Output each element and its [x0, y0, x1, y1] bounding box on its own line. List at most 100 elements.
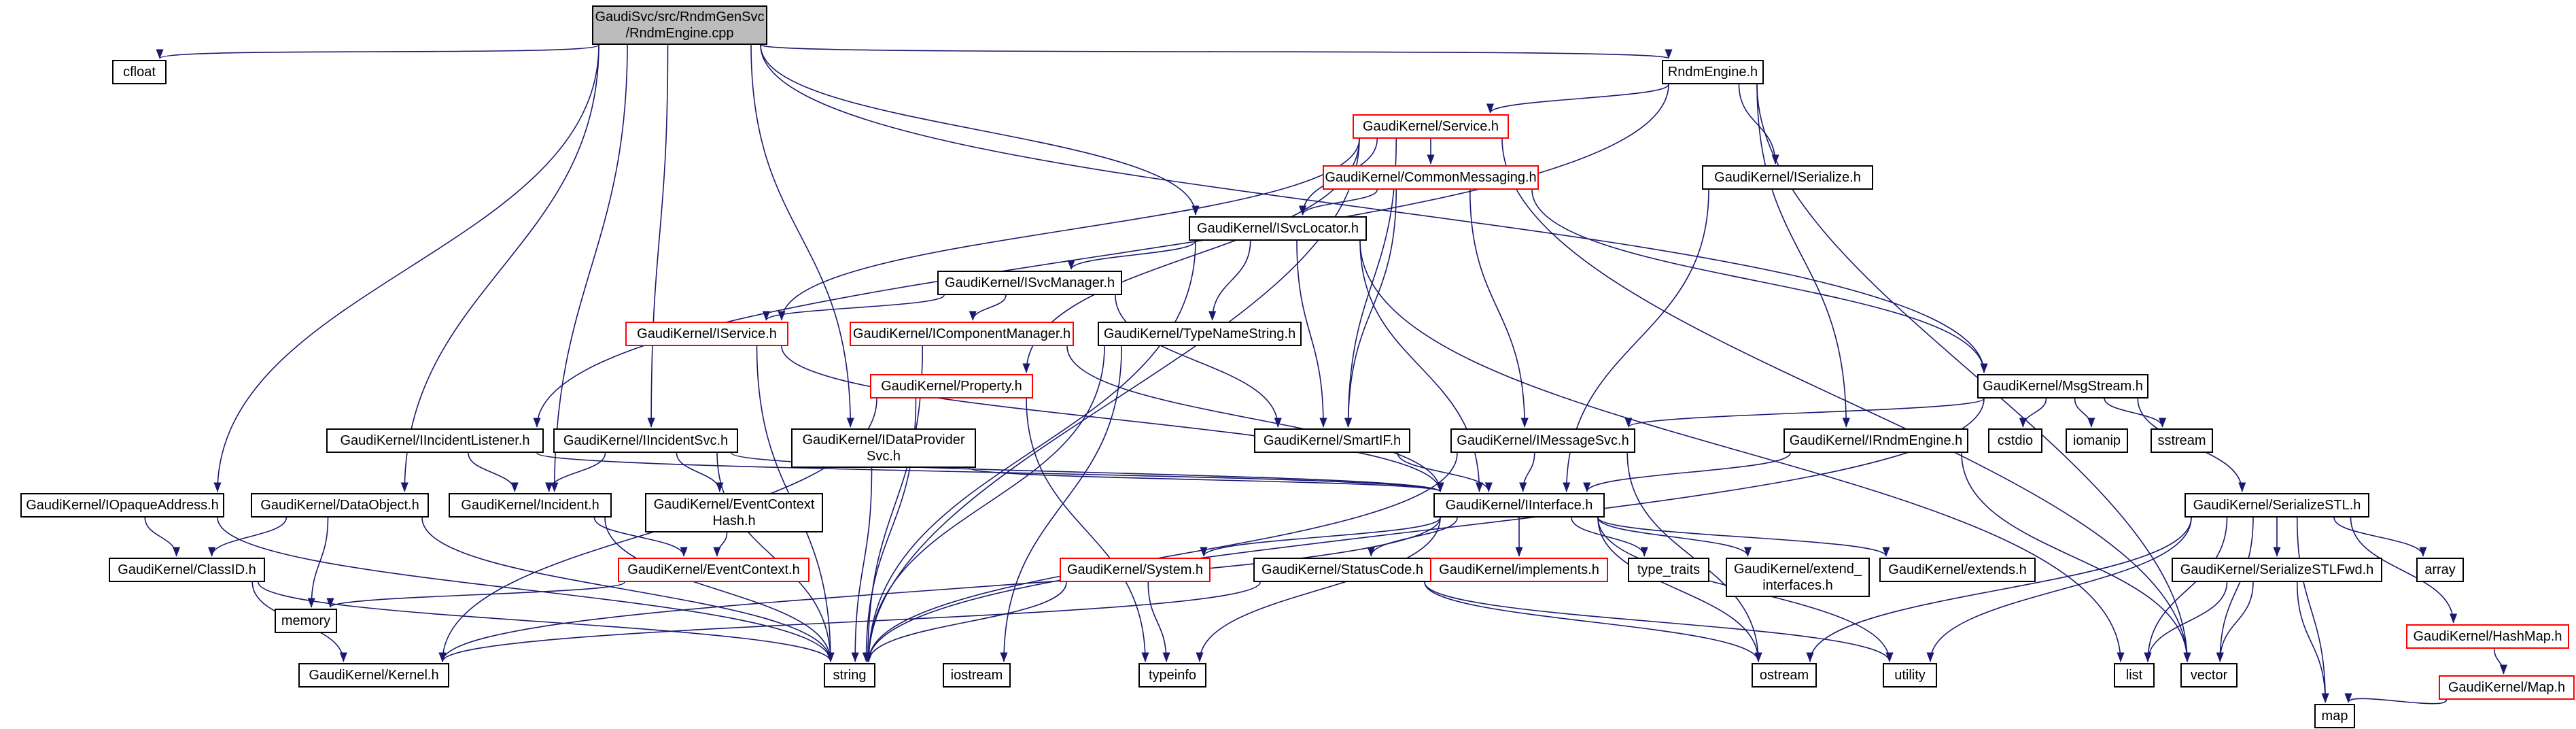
include-edge-irndmengine-vector: [1961, 452, 2191, 662]
graph-node-serializestl[interactable]: GaudiKernel/SerializeSTL.h: [2185, 493, 2369, 518]
graph-node-label: GaudiKernel/ISvcManager.h: [944, 275, 1115, 290]
graph-node-ostream[interactable]: ostream: [1752, 663, 1817, 688]
include-edge-classid-string: [258, 581, 835, 662]
graph-node-label: type_traits: [1637, 562, 1701, 577]
include-edge-statuscode-utility: [1424, 581, 1894, 662]
include-edge-cpp-incident: [551, 44, 628, 492]
include-edge-iinterface-statuscode: [1367, 517, 1458, 557]
include-edge-idataprovidersvc-string: [851, 467, 873, 662]
include-edge-commonmessaging-isvclocator: [1299, 189, 1378, 216]
include-edge-isvcmanager-icomponentmanager: [969, 294, 1007, 321]
include-edge-cpp-iincidentsvc: [647, 44, 669, 428]
graph-node-extend_interfaces[interactable]: GaudiKernel/extend_interfaces.h: [1726, 558, 1870, 597]
graph-node-cstdio[interactable]: cstdio: [1988, 428, 2042, 453]
include-edge-isvcmanager-smartif: [1115, 294, 1282, 428]
include-edge-iinterface-typeinfo: [1196, 517, 1441, 662]
include-edge-statuscode-kernel: [438, 581, 1261, 662]
graph-node-label: ostream: [1759, 667, 1809, 683]
graph-node-hashmap[interactable]: GaudiKernel/HashMap.h: [2406, 624, 2569, 649]
graph-node-service_h[interactable]: GaudiKernel/Service.h: [1353, 114, 1509, 139]
include-edge-iinterface-system_h: [1200, 517, 1441, 557]
graph-node-label: GaudiKernel/StatusCode.h: [1261, 562, 1423, 577]
graph-node-iservice[interactable]: GaudiKernel/IService.h: [625, 322, 788, 346]
graph-node-label: vector: [2190, 667, 2228, 683]
graph-node-cfloat[interactable]: cfloat: [112, 60, 167, 84]
graph-node-label: list: [2125, 667, 2143, 683]
graph-node-typenamestring[interactable]: GaudiKernel/TypeNameString.h: [1098, 322, 1302, 346]
graph-node-vector[interactable]: vector: [2180, 663, 2238, 688]
include-edge-isvclocator-list: [1359, 240, 2125, 662]
graph-node-array[interactable]: array: [2416, 558, 2464, 582]
graph-node-label: iostream: [950, 667, 1003, 683]
graph-node-icomponentmanager[interactable]: GaudiKernel/IComponentManager.h: [850, 322, 1074, 346]
graph-node-map_h[interactable]: GaudiKernel/Map.h: [2439, 675, 2575, 700]
include-edge-icomponentmanager-string: [864, 345, 924, 662]
graph-node-utility[interactable]: utility: [1883, 663, 1937, 688]
graph-node-statuscode[interactable]: GaudiKernel/StatusCode.h: [1253, 558, 1431, 582]
graph-node-memory[interactable]: memory: [275, 609, 337, 633]
graph-node-irndmengine[interactable]: GaudiKernel/IRndmEngine.h: [1783, 428, 1968, 453]
graph-node-smartif[interactable]: GaudiKernel/SmartIF.h: [1254, 428, 1410, 453]
graph-node-label: utility: [1894, 667, 1926, 683]
include-edge-iinterface-extend_interfaces: [1597, 517, 1752, 557]
graph-node-sstream[interactable]: sstream: [2151, 428, 2213, 453]
graph-node-classid[interactable]: GaudiKernel/ClassID.h: [109, 558, 265, 582]
include-edge-idataprovidersvc-iinterface: [969, 467, 1444, 492]
graph-node-label: GaudiKernel/extends.h: [1888, 562, 2027, 577]
include-edge-serializestlfwd-list: [2144, 581, 2228, 662]
graph-node-iincidentsvc[interactable]: GaudiKernel/IIncidentSvc.h: [553, 428, 738, 453]
graph-node-property[interactable]: GaudiKernel/Property.h: [870, 374, 1033, 399]
graph-node-label: GaudiKernel/IIncidentSvc.h: [563, 433, 729, 448]
graph-node-dataobject[interactable]: GaudiKernel/DataObject.h: [251, 493, 429, 518]
graph-node-iostream[interactable]: iostream: [943, 663, 1011, 688]
graph-node-serializestlfwd[interactable]: GaudiKernel/SerializeSTLFwd.h: [2172, 558, 2382, 582]
include-edge-property-typeinfo: [1026, 398, 1149, 662]
graph-node-msgstream[interactable]: GaudiKernel/MsgStream.h: [1977, 374, 2148, 399]
graph-node-iserialize[interactable]: GaudiKernel/ISerialize.h: [1702, 165, 1873, 190]
graph-node-isvclocator[interactable]: GaudiKernel/ISvcLocator.h: [1189, 216, 1367, 241]
graph-node-iinterface[interactable]: GaudiKernel/IInterface.h: [1433, 493, 1605, 518]
include-edge-serializestl-array: [2333, 517, 2427, 557]
include-edge-commonmessaging-smartif: [1344, 189, 1397, 428]
graph-node-rndmengine_h[interactable]: RndmEngine.h: [1662, 60, 1764, 84]
include-edge-rndmengine_h-iserialize: [1738, 84, 1779, 165]
graph-node-label: GaudiKernel/IService.h: [637, 326, 777, 341]
graph-node-typeinfo[interactable]: typeinfo: [1138, 663, 1206, 688]
include-edge-iinterface-ostream: [1597, 517, 1762, 662]
include-edge-system_h-string: [865, 581, 1067, 662]
graph-node-label: sstream: [2157, 433, 2206, 448]
graph-node-commonmessaging[interactable]: GaudiKernel/CommonMessaging.h: [1323, 165, 1539, 190]
graph-node-system_h[interactable]: GaudiKernel/System.h: [1060, 558, 1211, 582]
include-edge-imessagesvc-iinterface: [1519, 452, 1535, 492]
graph-node-incident[interactable]: GaudiKernel/Incident.h: [449, 493, 612, 518]
graph-node-iincidentlistener[interactable]: GaudiKernel/IIncidentListener.h: [326, 428, 544, 453]
graph-node-label: GaudiKernel/IOpaqueAddress.h: [26, 497, 219, 513]
graph-node-label: Svc.h: [866, 449, 901, 464]
graph-node-extends[interactable]: GaudiKernel/extends.h: [1879, 558, 2036, 582]
include-edge-msgstream-sstream: [2104, 398, 2167, 428]
graph-node-label: GaudiKernel/IIncidentListener.h: [340, 433, 530, 448]
graph-node-label: GaudiKernel/HashMap.h: [2413, 628, 2562, 644]
graph-node-list[interactable]: list: [2114, 663, 2155, 688]
include-edge-dataobject-string: [421, 517, 835, 662]
graph-node-label: Hash.h: [712, 513, 756, 528]
graph-node-iopaqueaddress[interactable]: GaudiKernel/IOpaqueAddress.h: [20, 493, 224, 518]
graph-node-implements[interactable]: GaudiKernel/implements.h: [1430, 558, 1608, 582]
graph-node-label: GaudiKernel/SerializeSTLFwd.h: [2180, 562, 2374, 577]
graph-node-isvcmanager[interactable]: GaudiKernel/ISvcManager.h: [937, 271, 1122, 295]
graph-node-label: GaudiKernel/SmartIF.h: [1263, 433, 1402, 448]
include-edge-iincidentsvc-iinterface: [731, 452, 1444, 492]
graph-node-map[interactable]: map: [2314, 704, 2355, 728]
include-edge-isvclocator-iinterface: [1359, 240, 1484, 492]
include-edge-incident-string: [604, 517, 835, 662]
graph-node-string[interactable]: string: [824, 663, 875, 688]
graph-node-eventcontext[interactable]: GaudiKernel/EventContext.h: [618, 558, 810, 582]
graph-node-kernel[interactable]: GaudiKernel/Kernel.h: [298, 663, 449, 688]
graph-node-iomanip[interactable]: iomanip: [2066, 428, 2128, 453]
graph-node-type_traits[interactable]: type_traits: [1628, 558, 1709, 582]
graph-node-label: /RndmEngine.cpp: [625, 26, 734, 41]
include-edge-msgstream-imessagesvc: [1624, 398, 1985, 428]
graph-node-imessagesvc[interactable]: GaudiKernel/IMessageSvc.h: [1450, 428, 1635, 453]
